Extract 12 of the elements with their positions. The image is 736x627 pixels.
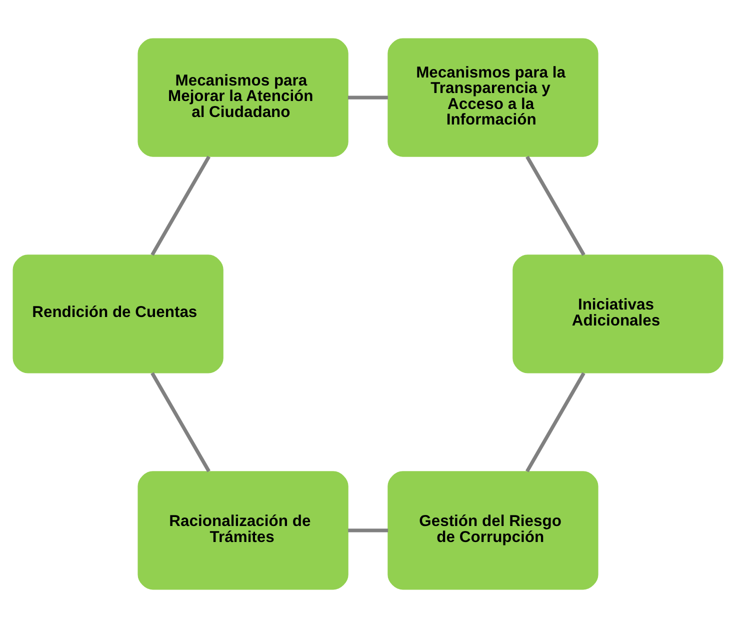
node-box: Mecanismos para Mejorar la Atención al Ciudadano	[138, 38, 348, 156]
node-box: Racionalización de Trámites	[138, 470, 348, 590]
connector	[526, 155, 586, 256]
connector	[348, 528, 388, 532]
node-box: Iniciativas Adicionales	[512, 254, 724, 373]
connector	[526, 372, 586, 472]
connector	[150, 372, 210, 472]
node-box: Rendición de Cuentas	[12, 254, 224, 373]
connector	[348, 95, 388, 99]
node-box: Gestión del Riesgo de Corrupción	[388, 470, 598, 590]
connector	[150, 155, 210, 256]
node-box: Mecanismos para la Transparencia y Acceso a la Información	[388, 38, 598, 156]
